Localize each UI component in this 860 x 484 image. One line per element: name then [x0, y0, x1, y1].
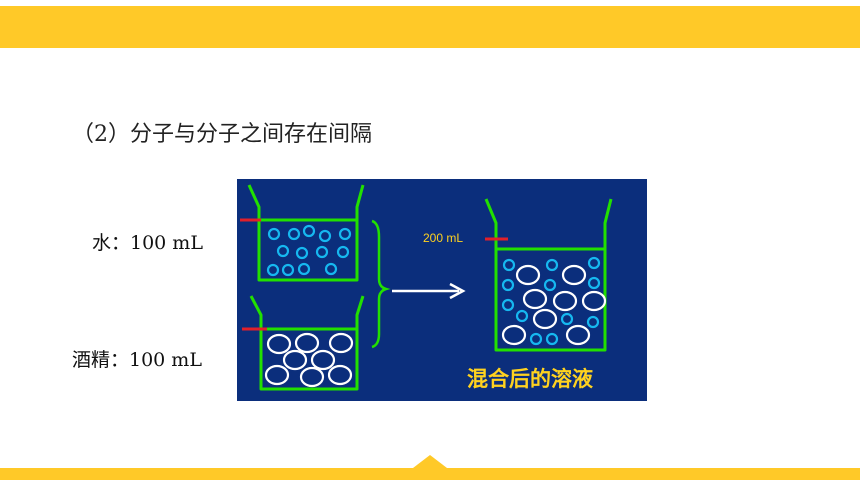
- slide-heading: （2）分子与分子之间存在间隔: [72, 122, 372, 147]
- mixing-diagram: 200 mL 混合后的溶液: [237, 179, 647, 401]
- diagram-caption: 混合后的溶液: [467, 367, 593, 391]
- alcohol-volume-label: 酒精：100 mL: [72, 349, 202, 371]
- volume-label: 200 mL: [423, 231, 463, 245]
- water-beaker: [247, 184, 365, 282]
- water-volume-label: 水：100 mL: [92, 232, 203, 254]
- bottom-accent-bar: [0, 468, 860, 480]
- right-arrow-icon: [392, 282, 466, 300]
- brace: [371, 219, 391, 349]
- mixed-large-molecules: [501, 264, 607, 346]
- bottom-bar-notch: [413, 455, 447, 468]
- alcohol-beaker: [249, 295, 365, 391]
- mixed-small-molecules: [501, 256, 601, 346]
- water-molecules: [266, 224, 352, 277]
- top-accent-bar: [0, 6, 860, 48]
- mixed-beaker: [484, 198, 613, 352]
- alcohol-molecules: [264, 332, 354, 388]
